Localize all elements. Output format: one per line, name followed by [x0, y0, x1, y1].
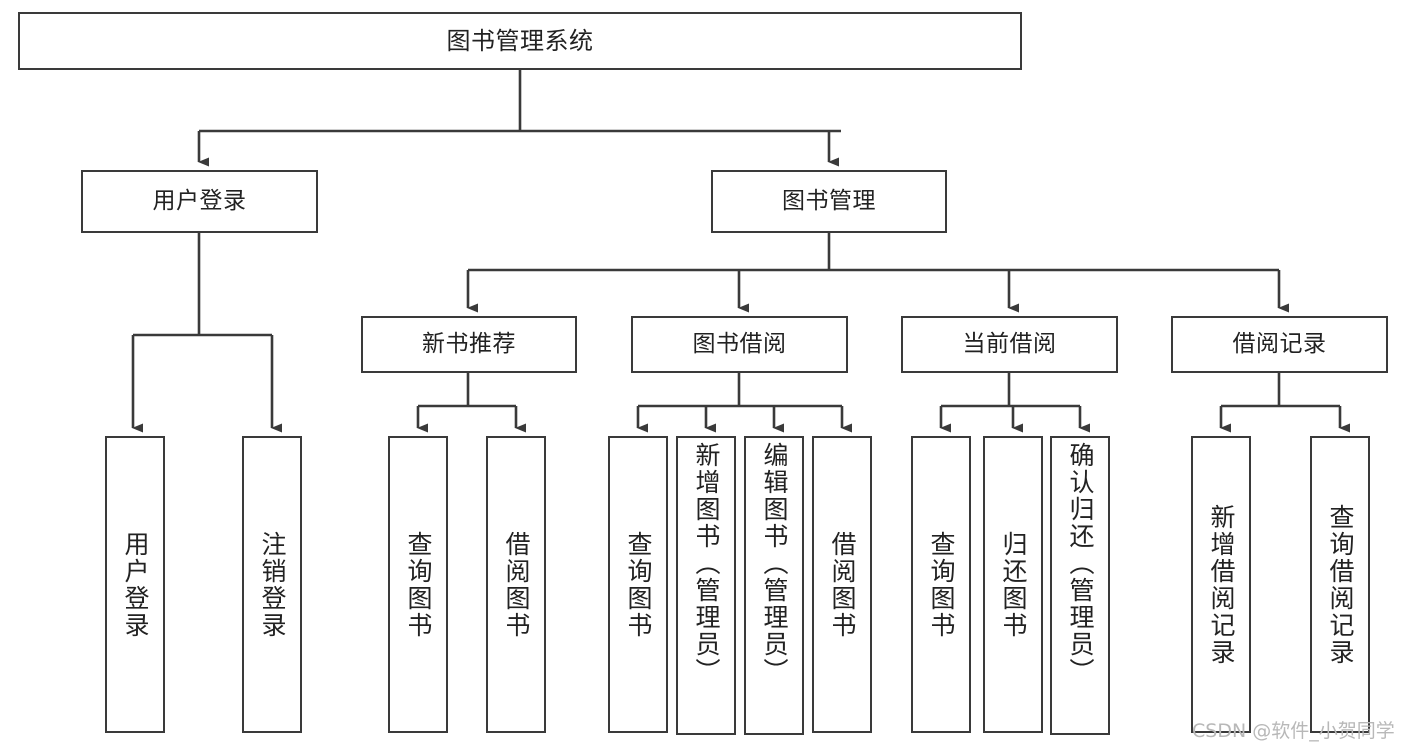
leaf-node[interactable]: 查询图书 — [608, 436, 668, 733]
leaf-node[interactable]: 新增借阅记录 — [1191, 436, 1251, 733]
node-borrow-record-label: 借阅记录 — [1232, 330, 1327, 357]
leaf-node-label: 借阅图书 — [502, 530, 531, 639]
leaf-node-label: 确认归还（管理员） — [1066, 442, 1095, 685]
leaf-node[interactable]: 查询图书 — [911, 436, 971, 733]
node-root-system-label: 图书管理系统 — [446, 26, 594, 55]
node-book-management[interactable]: 图书管理 — [711, 170, 947, 233]
node-book-borrow[interactable]: 图书借阅 — [631, 316, 848, 373]
node-book-management-label: 图书管理 — [782, 187, 876, 214]
leaf-node[interactable]: 确认归还（管理员） — [1050, 436, 1110, 735]
leaf-node-label: 借阅图书 — [828, 530, 857, 639]
leaf-node-label: 查询图书 — [404, 530, 433, 639]
node-root-system[interactable]: 图书管理系统 — [18, 12, 1022, 70]
leaf-node-label: 查询借阅记录 — [1326, 503, 1355, 666]
node-new-book-recommend-label: 新书推荐 — [422, 330, 516, 357]
node-current-borrow-label: 当前借阅 — [962, 330, 1057, 357]
node-book-borrow-label: 图书借阅 — [692, 330, 787, 357]
leaf-node-label: 注销登录 — [258, 530, 287, 639]
node-user-login-label: 用户登录 — [152, 187, 247, 214]
leaf-node[interactable]: 用户登录 — [105, 436, 165, 733]
leaf-node-label: 新增借阅记录 — [1207, 503, 1236, 666]
node-user-login[interactable]: 用户登录 — [81, 170, 318, 233]
leaf-node-label: 新增图书（管理员） — [692, 442, 721, 685]
node-current-borrow[interactable]: 当前借阅 — [901, 316, 1118, 373]
leaf-node-label: 用户登录 — [121, 530, 150, 639]
leaf-node-label: 查询图书 — [927, 530, 956, 639]
leaf-node[interactable]: 查询借阅记录 — [1310, 436, 1370, 733]
leaf-node[interactable]: 借阅图书 — [812, 436, 872, 733]
leaf-node[interactable]: 查询图书 — [388, 436, 448, 733]
leaf-node[interactable]: 编辑图书（管理员） — [744, 436, 804, 735]
leaf-node[interactable]: 归还图书 — [983, 436, 1043, 733]
node-borrow-record[interactable]: 借阅记录 — [1171, 316, 1388, 373]
node-new-book-recommend[interactable]: 新书推荐 — [361, 316, 577, 373]
leaf-node[interactable]: 借阅图书 — [486, 436, 546, 733]
leaf-node-label: 编辑图书（管理员） — [760, 442, 789, 685]
leaf-node-label: 查询图书 — [624, 530, 653, 639]
leaf-node-label: 归还图书 — [999, 530, 1028, 639]
leaf-node[interactable]: 新增图书（管理员） — [676, 436, 736, 735]
leaf-node[interactable]: 注销登录 — [242, 436, 302, 733]
